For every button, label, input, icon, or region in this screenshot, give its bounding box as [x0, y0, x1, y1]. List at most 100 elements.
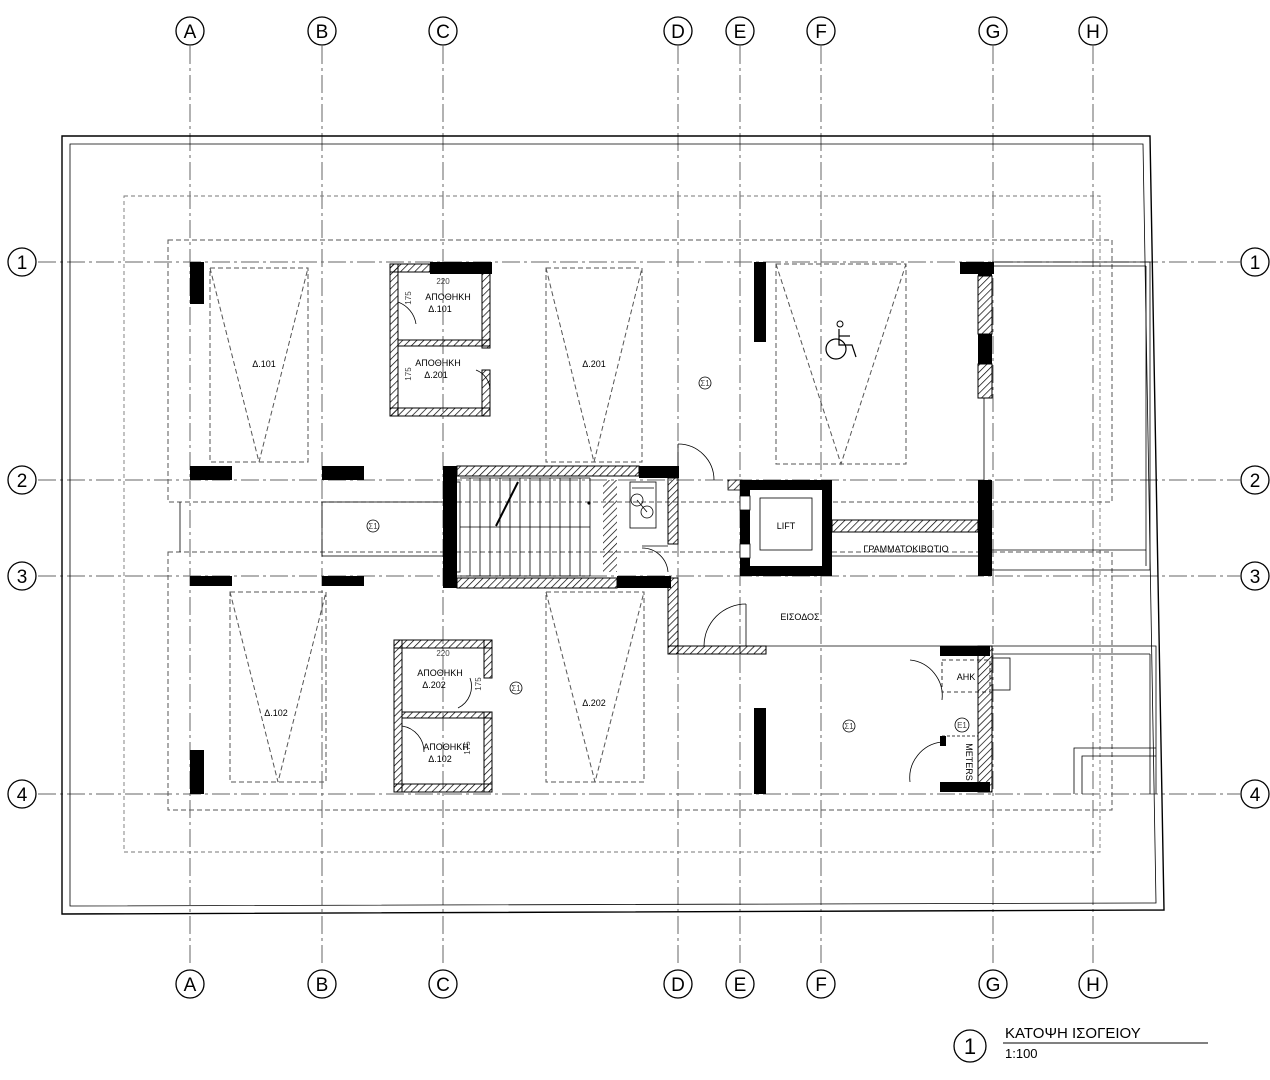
- storage-dim-depth-lower-2: 175: [463, 741, 472, 755]
- storage-upper: 220 175 175 ΑΠΟΘΗΚΗ Δ.101 ΑΠΟΘΗΚΗ Δ.201: [389, 262, 492, 417]
- mailbox-wall: ΓΡΑΜΜΑΤΟΚΙΒΩΤΙΟ: [831, 275, 993, 557]
- grid-bubble-a-top: [175, 16, 205, 46]
- grid-label-a-top: A: [184, 22, 197, 43]
- light-icon: [698, 376, 712, 390]
- grid-bubble-3-right: [1240, 561, 1270, 591]
- grid-bubble-c-top: [428, 16, 458, 46]
- meters-room: ΑΗΚ METERS Ε1: [909, 645, 1011, 793]
- meters-label: METERS: [964, 743, 974, 781]
- light-symbols: Σ1 Σ1 Σ1 Σ1: [321, 376, 856, 733]
- grid-label-a-bottom: A: [184, 975, 197, 996]
- ahk-label: ΑΗΚ: [957, 672, 976, 682]
- parking-bay-102: Δ.102: [229, 591, 327, 783]
- grid-bubble-d-top: [663, 16, 693, 46]
- storage-101-label: Δ.101: [428, 304, 452, 314]
- parking-bay-accessible: [775, 263, 907, 466]
- storage-door-swing: [397, 301, 417, 325]
- grid-label-g-bottom: G: [986, 975, 1001, 996]
- plot-boundary-outer: [61, 135, 1165, 915]
- storage-lower: 220 175 175 ΑΠΟΘΗΚΗ Δ.202 ΑΠΟΘΗΚΗ Δ.102: [393, 639, 493, 793]
- grid-label-c-bottom: C: [436, 975, 450, 996]
- grid-bubbles-bottom: A B C D E F G H: [175, 969, 1108, 999]
- grid-bubble-h-top: [1078, 16, 1108, 46]
- storage-dim-depth-upper-2: 175: [404, 367, 413, 381]
- plot-boundary: [61, 135, 1165, 915]
- grid-label-g-top: G: [986, 22, 1001, 43]
- light-icon: [366, 519, 380, 533]
- setback-line: [123, 195, 1101, 853]
- grid-bubble-a-bottom: [175, 969, 205, 999]
- parking-bay-101: Δ.101: [209, 267, 309, 463]
- light-label-2: Σ1: [700, 379, 710, 388]
- upper-slab-outline: [167, 239, 1113, 503]
- meter-tag: Ε1: [957, 721, 967, 730]
- title-block: 1 ΚΑΤΟΨΗ ΙΣΟΓΕΙΟΥ 1:100: [953, 1025, 1208, 1063]
- grid-bubble-2-right: [1240, 465, 1270, 495]
- grid-bubble-d-bottom: [663, 969, 693, 999]
- grid-label-b-bottom: B: [316, 975, 329, 996]
- structural-columns: [190, 262, 994, 794]
- grid-bubbles-left: 1 2 3 4: [7, 247, 37, 809]
- light-icon: [509, 681, 523, 695]
- grid-bubbles-top: A B C D E F G H: [175, 16, 1108, 46]
- grid-label-e-bottom: E: [734, 975, 747, 996]
- grid-bubbles-right: 1 2 3 4: [1240, 247, 1270, 809]
- grid-label-f-top: F: [815, 22, 827, 43]
- title-number: 1: [964, 1034, 976, 1059]
- parking-bay-202: Δ.202: [545, 591, 645, 783]
- storage-201-label: Δ.201: [424, 370, 448, 380]
- grid-label-4-left: 4: [17, 785, 28, 806]
- parking-label-101: Δ.101: [252, 359, 276, 369]
- grid-label-d-top: D: [671, 22, 685, 43]
- grid-label-2-right: 2: [1250, 471, 1261, 492]
- grid-bubble-1-left: [7, 247, 37, 277]
- grid-label-d-bottom: D: [671, 975, 685, 996]
- lift-label: LIFT: [777, 521, 796, 531]
- lift: LIFT: [727, 479, 832, 576]
- grid-label-h-bottom: H: [1086, 975, 1100, 996]
- grid-bubble-4-left: [7, 779, 37, 809]
- light-label-4: Σ1: [844, 722, 854, 731]
- storage-dim-width-upper: 220: [436, 277, 450, 286]
- grid-bubble-2-left: [7, 465, 37, 495]
- grid-bubble-b-bottom: [307, 969, 337, 999]
- storage-dim-depth-upper-1: 175: [404, 291, 413, 305]
- grid-bubble-h-bottom: [1078, 969, 1108, 999]
- stair-treads: [460, 477, 617, 577]
- grid-label-1-left: 1: [17, 253, 28, 274]
- grid-bubble-4-right: [1240, 779, 1270, 809]
- storage-201-title: ΑΠΟΘΗΚΗ: [415, 358, 461, 368]
- grid-bubble-g-bottom: [978, 969, 1008, 999]
- grid-bubble-f-top: [806, 16, 836, 46]
- light-icon: [842, 719, 856, 733]
- storage-202-title: ΑΠΟΘΗΚΗ: [417, 668, 463, 678]
- storage-dim-width-lower: 220: [436, 649, 450, 658]
- grid-label-c-top: C: [436, 22, 450, 43]
- grid-bubble-e-top: [725, 16, 755, 46]
- title-text: ΚΑΤΟΨΗ ΙΣΟΓΕΙΟΥ: [1005, 1025, 1141, 1042]
- mailbox-label: ΓΡΑΜΜΑΤΟΚΙΒΩΤΙΟ: [863, 544, 948, 554]
- grid-label-3-right: 3: [1250, 567, 1261, 588]
- grid-bubble-b-top: [307, 16, 337, 46]
- storage-102-title: ΑΠΟΘΗΚΗ: [423, 742, 469, 752]
- lower-slab-outline: [167, 551, 1113, 811]
- parking-label-202: Δ.202: [582, 698, 606, 708]
- title-scale: 1:100: [1005, 1046, 1038, 1061]
- grid-label-e-top: E: [734, 22, 747, 43]
- stair-direction-arrow: [495, 481, 519, 527]
- plot-boundary-inner: [69, 143, 1157, 907]
- wheelchair-icon: [825, 320, 857, 360]
- grid-bubble-c-bottom: [428, 969, 458, 999]
- grid-label-2-left: 2: [17, 471, 28, 492]
- parking-label-201: Δ.201: [582, 359, 606, 369]
- grid-label-b-top: B: [316, 22, 329, 43]
- grid-label-1-right: 1: [1250, 253, 1261, 274]
- grid-bubble-g-top: [978, 16, 1008, 46]
- grid-bubble-1-right: [1240, 247, 1270, 277]
- title-number-bubble: [953, 1029, 987, 1063]
- right-side: [992, 261, 1157, 794]
- grid-label-4-right: 4: [1250, 785, 1261, 806]
- storage-dim-depth-lower-1: 175: [474, 677, 483, 691]
- storage-102-label: Δ.102: [428, 754, 452, 764]
